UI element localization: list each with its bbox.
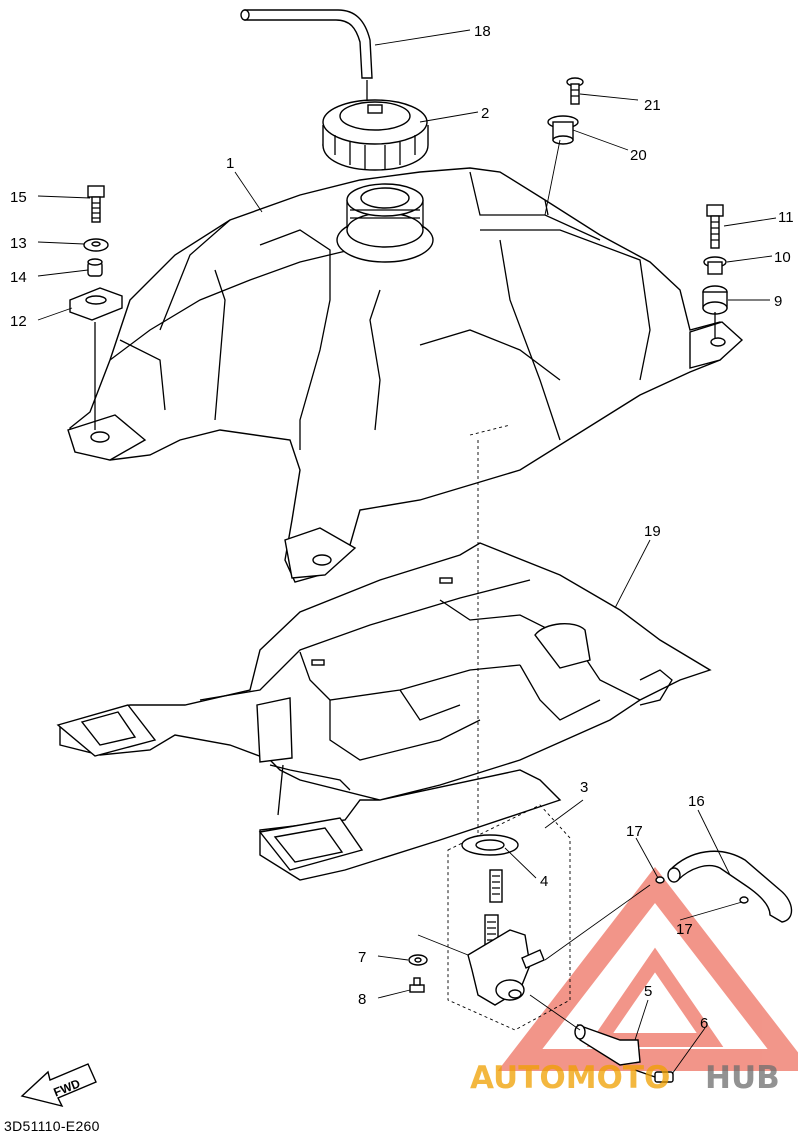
callout-7: 7 <box>358 949 366 966</box>
left-fasteners <box>69 185 123 430</box>
callout-19: 19 <box>644 523 661 540</box>
watermark-logo <box>497 866 798 1071</box>
callout-11: 11 <box>778 209 794 226</box>
callout-1: 1 <box>226 155 234 172</box>
svg-text:AUTOMOTO: AUTOMOTO <box>470 1060 670 1096</box>
callout-17b: 17 <box>676 921 693 938</box>
callout-21: 21 <box>644 97 661 114</box>
breather-hose <box>240 9 373 100</box>
callout-3: 3 <box>580 779 588 796</box>
callout-20: 20 <box>630 147 647 164</box>
callout-15: 15 <box>10 189 27 206</box>
leader-lines <box>37 29 777 1075</box>
callout-2: 2 <box>481 105 489 122</box>
grommet-and-screw <box>547 77 584 145</box>
lever-and-screw <box>574 1023 674 1083</box>
callout-10: 10 <box>774 249 791 266</box>
svg-text:HUB: HUB <box>705 1060 780 1096</box>
callout-labels: 1 2 3 4 5 6 7 8 9 10 11 12 13 14 15 16 1… <box>10 23 794 1032</box>
callout-14: 14 <box>10 269 27 286</box>
fuel-cap <box>322 99 429 171</box>
callout-8: 8 <box>358 991 366 1008</box>
callout-4: 4 <box>540 873 548 890</box>
fuel-tank <box>67 167 744 583</box>
callout-16: 16 <box>688 793 705 810</box>
fuel-cock-assembly <box>417 804 571 1031</box>
callout-18: 18 <box>474 23 491 40</box>
watermark-text: AUTOMOTO HUB <box>470 1060 780 1096</box>
tank-cover-panel <box>56 542 712 881</box>
diagram-reference-code: 3D51110-E260 <box>4 1118 100 1134</box>
callout-9: 9 <box>774 293 782 310</box>
fwd-direction-arrow: FWD <box>20 1063 97 1108</box>
right-fasteners <box>702 204 728 338</box>
callout-17a: 17 <box>626 823 643 840</box>
callout-13: 13 <box>10 235 27 252</box>
callout-12: 12 <box>10 313 27 330</box>
callout-5: 5 <box>644 983 652 1000</box>
callout-6: 6 <box>700 1015 708 1032</box>
washer-and-screw <box>408 954 428 993</box>
